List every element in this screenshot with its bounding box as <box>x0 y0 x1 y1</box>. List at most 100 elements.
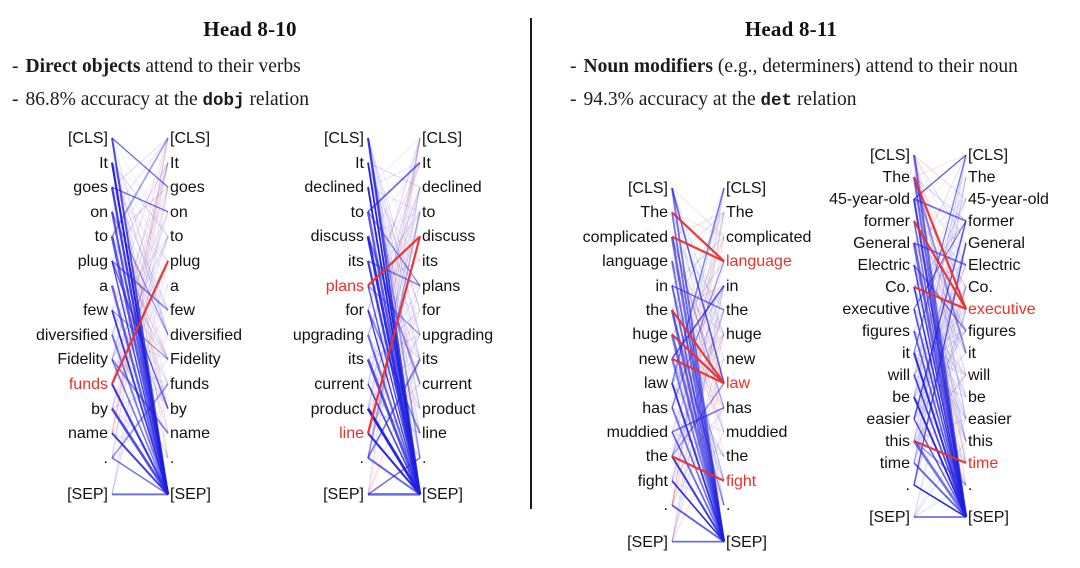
token-label: diversified <box>35 326 108 344</box>
attention-edge <box>671 383 725 506</box>
token-label: General <box>968 235 1025 252</box>
attention-edge <box>671 236 725 286</box>
attention-edge <box>111 211 169 336</box>
token-label: plans <box>325 277 364 295</box>
token-label: [CLS] <box>323 130 364 147</box>
token-label: [SEP] <box>422 486 463 504</box>
attention-edge <box>913 154 967 398</box>
token-label: its <box>422 351 438 369</box>
token-label: upgrading <box>292 326 364 344</box>
attention-edge <box>367 211 421 336</box>
bullet-dash: - <box>12 88 19 110</box>
token-label: former <box>968 213 1015 230</box>
token-label: will <box>968 367 991 384</box>
attention-edge <box>111 432 169 495</box>
attention-edge-relation <box>913 220 967 310</box>
attention-edge <box>913 154 967 354</box>
bullet-item: - 86.8% accuracy at the dobj relation <box>12 87 512 113</box>
token-label: It <box>170 154 179 172</box>
attention-edge <box>111 260 169 409</box>
attention-edge <box>111 137 169 237</box>
attention-edge-sep-sink <box>913 308 967 518</box>
attention-edge <box>671 358 725 506</box>
attention-edge <box>913 154 967 464</box>
token-label: in <box>726 277 739 295</box>
attention-edge <box>671 285 725 481</box>
attention-edge-sep-sink <box>912 440 968 518</box>
relation-code: dobj <box>202 90 245 111</box>
token-label: diversified <box>170 326 243 344</box>
attention-edge <box>367 137 421 335</box>
attention-edge <box>111 334 169 434</box>
attention-edge-sep-sink <box>913 396 967 518</box>
token-label: [CLS] <box>968 147 1009 164</box>
token-label: funds <box>170 376 210 393</box>
attention-edge <box>367 309 421 434</box>
token-label: declined <box>422 179 482 197</box>
attention-edge <box>913 264 967 354</box>
token-label: executive <box>968 301 1036 318</box>
attention-edge <box>367 334 421 434</box>
attention-edge <box>913 198 967 354</box>
attention-edge <box>671 211 725 238</box>
token-label: on <box>90 203 108 221</box>
attention-edge-sep-sink <box>111 359 169 495</box>
attention-edge <box>367 137 421 409</box>
attention-edge-sep-sink <box>912 242 968 518</box>
token-label: Electric <box>968 257 1021 274</box>
token-label: the <box>645 302 668 319</box>
token-label: current <box>314 376 364 393</box>
attention-edge-relation <box>913 285 967 311</box>
attention-edge <box>367 285 421 336</box>
attention-edge-sep-sink <box>110 407 170 496</box>
token-label: It <box>99 154 108 172</box>
attention-edge-sep-sink <box>913 264 967 518</box>
token-label: The <box>882 169 910 186</box>
attention-edge <box>111 187 169 311</box>
token-label: [SEP] <box>170 486 211 504</box>
token-label: product <box>310 400 364 418</box>
token-label: plug <box>170 253 201 270</box>
token-label: Co. <box>968 279 993 296</box>
attention-edge <box>913 154 967 200</box>
bullet-rest: attend to their verbs <box>140 56 301 77</box>
attention-edge <box>913 220 967 244</box>
attention-edge-sep-sink <box>111 309 169 495</box>
relation-code: det <box>760 90 793 111</box>
attention-edge <box>367 162 421 434</box>
attention-edge-sep-sink <box>366 407 422 496</box>
attention-edge <box>111 137 169 188</box>
attention-edge <box>671 407 725 506</box>
attention-edge-sep-sink <box>913 330 967 518</box>
attention-edge <box>913 440 967 486</box>
token-label: executive <box>842 301 910 318</box>
token-label: new <box>638 350 668 368</box>
attention-edge <box>367 162 421 188</box>
attention-edge <box>913 176 967 222</box>
attention-edge <box>367 211 421 335</box>
attention-edge <box>671 260 725 408</box>
token-label: a <box>99 277 108 295</box>
token-label: [SEP] <box>869 509 910 526</box>
token-label: new <box>726 350 756 368</box>
attention-edge <box>367 236 421 385</box>
attention-edge <box>367 162 421 311</box>
token-label: has <box>642 399 668 417</box>
token-label: law <box>643 375 668 393</box>
token-label: this <box>885 433 910 450</box>
token-label: easier <box>866 411 910 428</box>
token-label: declined <box>304 179 364 197</box>
attention-edge <box>913 352 967 442</box>
token-label: it <box>968 345 976 362</box>
token-label: line <box>422 425 447 443</box>
attention-edge <box>671 407 725 457</box>
token-label: [CLS] <box>869 147 910 164</box>
attention-edge <box>913 374 967 486</box>
attention-edge <box>111 383 169 459</box>
attention-edge <box>671 187 725 335</box>
token-label: it <box>902 345 910 362</box>
attention-edge <box>367 137 421 188</box>
token-label: its <box>348 253 364 270</box>
attention-edge <box>367 211 421 237</box>
